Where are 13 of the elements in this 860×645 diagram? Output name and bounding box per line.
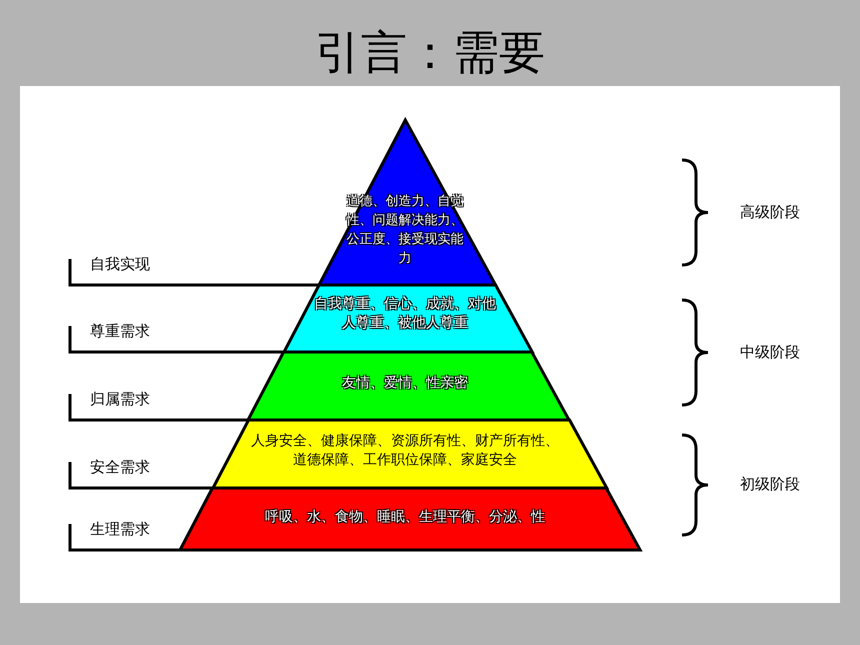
slide-title: 引言：需要 xyxy=(314,24,546,81)
stage-label: 高级阶段 xyxy=(740,202,800,222)
tier-name: 安全需求 xyxy=(90,458,150,477)
tier-text: 自我尊重、信心、成就、对他人尊重、被他人尊重 xyxy=(312,295,497,333)
tier-name: 自我实现 xyxy=(90,255,150,274)
stage-label: 初级阶段 xyxy=(740,475,800,494)
tier-name: 尊重需求 xyxy=(90,322,150,341)
tier-text: 人身安全、健康保障、资源所有性、财产所有性、道德保障、工作职位保障、家庭安全 xyxy=(250,432,560,470)
tier-text: 友情、爱情、性亲密 xyxy=(340,374,469,393)
stage-label: 中级阶段 xyxy=(740,342,800,362)
tier-name: 生理需求 xyxy=(90,520,150,539)
tier-text: 呼吸、水、食物、睡眠、生理平衡、分泌、性 xyxy=(264,508,546,527)
tier-name: 归属需求 xyxy=(90,390,150,409)
